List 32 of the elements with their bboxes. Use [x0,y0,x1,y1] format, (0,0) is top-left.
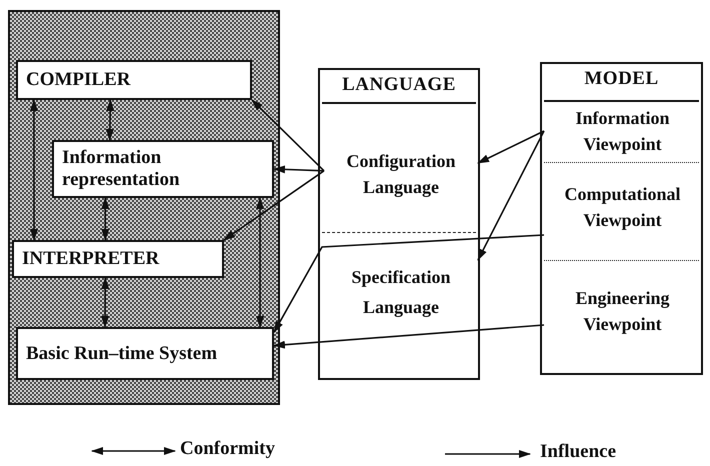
component-box [52,140,274,198]
label-text: Information representation [62,147,181,191]
double-arrow [30,99,38,241]
legend-label: Conformity [180,438,275,460]
label-text: Specification Language [350,266,452,319]
column-heading: MODEL [583,67,660,90]
arrow [477,130,544,164]
arrow [273,165,324,174]
double-arrow [101,197,110,241]
component-box [16,327,274,380]
legend-label: Influence [540,441,616,463]
double-arrow [256,197,264,328]
arrow [273,324,544,349]
component-box [16,60,252,100]
label-text: COMPILER [26,69,130,91]
double-arrow [101,277,110,328]
component-box [12,240,224,278]
double-arrow [106,99,114,141]
label-text: Basic Run–time System [26,342,218,364]
label-text: Engineering Viewpoint [574,287,670,336]
label-text: Computational Viewpoint [563,183,682,232]
arrow [251,99,325,172]
arrow [477,130,545,261]
label-text: Configuration Language [345,150,456,199]
column-box [540,62,703,375]
box-shape [8,10,280,405]
label-text: INTERPRETER [22,248,160,270]
column-heading: LANGUAGE [341,73,457,96]
column-box [318,68,480,380]
arrow [223,170,324,241]
arrow [273,234,544,334]
label-text: Information Viewpoint [574,107,670,156]
